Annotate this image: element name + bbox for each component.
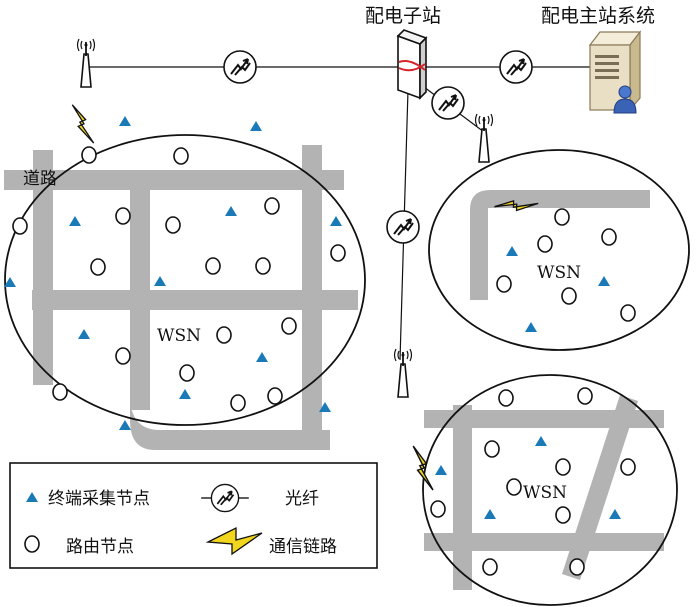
router-node xyxy=(179,364,195,382)
legend-link-marker xyxy=(205,526,263,556)
cluster-boundary-left xyxy=(4,134,366,426)
fiber-optic-icon xyxy=(223,50,257,84)
terminal-node xyxy=(484,509,496,519)
switch-icon xyxy=(396,29,428,100)
router-node xyxy=(555,458,571,476)
terminal-node xyxy=(78,329,90,339)
legend-terminal-label: 终端采集节点 xyxy=(48,489,150,509)
router-node xyxy=(482,558,498,576)
fiber-optic-icon xyxy=(431,86,465,120)
router-node xyxy=(264,197,280,215)
user-icon xyxy=(613,85,637,114)
router-node xyxy=(281,317,297,335)
router-node xyxy=(115,207,131,225)
router-node xyxy=(620,458,636,476)
legend: 终端采集节点 光纤 路由节点 通信链路 xyxy=(9,462,378,569)
router-node xyxy=(52,383,68,401)
terminal-node xyxy=(525,322,537,332)
substation-title: 配电子站 xyxy=(365,5,441,27)
legend-router-label: 路由节点 xyxy=(66,537,134,557)
legend-box xyxy=(9,462,378,569)
router-node xyxy=(620,304,636,322)
wsn-cluster-right-top: WSN xyxy=(428,149,690,351)
road-network-right-bottom xyxy=(424,395,664,590)
wsn-label-left: WSN xyxy=(157,326,201,346)
wsn-label-right-top: WSN xyxy=(537,263,581,283)
server-icon xyxy=(588,30,642,112)
terminal-node xyxy=(330,216,342,226)
router-node xyxy=(555,506,571,524)
terminal-node xyxy=(119,420,131,430)
terminal-node xyxy=(435,465,447,475)
terminal-node xyxy=(225,206,237,216)
router-node xyxy=(577,387,593,405)
router-node xyxy=(537,235,553,253)
terminal-node xyxy=(506,246,518,256)
lightning-icon xyxy=(71,102,95,146)
router-node xyxy=(90,258,106,276)
cluster-boundary-right-top xyxy=(428,149,690,351)
router-node xyxy=(173,147,189,165)
terminal-node xyxy=(256,352,268,362)
router-node xyxy=(216,326,232,344)
terminal-nodes-right-bottom xyxy=(435,436,621,519)
wsn-label-right-bottom: WSN xyxy=(523,483,567,503)
router-node xyxy=(230,394,246,412)
router-node xyxy=(267,387,283,405)
router-nodes-right-bottom xyxy=(430,387,636,576)
terminal-node xyxy=(4,277,16,287)
router-node xyxy=(484,440,500,458)
fiber-optic-icon xyxy=(386,210,420,244)
master-station-title: 配电主站系统 xyxy=(541,5,655,27)
router-node xyxy=(255,257,271,275)
road-label: 道路 xyxy=(23,169,57,189)
router-node xyxy=(554,208,570,226)
router-node xyxy=(12,217,28,235)
cluster-boundary-right-bottom xyxy=(422,374,678,606)
legend-router-marker xyxy=(24,535,40,553)
wsn-cluster-left: 道路 WSN xyxy=(4,116,366,450)
fiber-optic-icon xyxy=(499,50,533,84)
antenna-icon xyxy=(393,348,413,398)
router-node xyxy=(601,228,617,246)
terminal-node xyxy=(69,216,81,226)
road-network-right-top xyxy=(470,190,650,300)
router-node xyxy=(506,478,522,496)
terminal-node xyxy=(609,509,621,519)
terminal-node xyxy=(250,121,262,131)
router-node xyxy=(569,558,585,576)
router-node xyxy=(81,146,97,164)
terminal-node xyxy=(119,116,131,126)
antenna-icon xyxy=(76,38,96,88)
router-nodes-left xyxy=(12,146,346,412)
router-node xyxy=(205,257,221,275)
legend-link-label: 通信链路 xyxy=(269,537,337,557)
legend-fiber-marker xyxy=(201,483,249,513)
terminal-node xyxy=(319,402,331,412)
router-node xyxy=(496,275,512,293)
router-node xyxy=(430,500,446,518)
router-node xyxy=(330,244,346,262)
terminal-node xyxy=(154,276,166,286)
router-node xyxy=(498,389,514,407)
legend-fiber-label: 光纤 xyxy=(285,489,319,509)
terminal-node xyxy=(598,276,610,286)
antenna-icon xyxy=(474,113,494,163)
road-network-left xyxy=(4,145,358,450)
terminal-node xyxy=(179,389,191,399)
router-node xyxy=(115,347,131,365)
terminal-nodes-left xyxy=(4,116,342,430)
router-nodes-right-top xyxy=(496,208,636,322)
terminal-node xyxy=(535,436,547,446)
terminal-nodes-right-top xyxy=(506,246,610,332)
router-node xyxy=(165,216,181,234)
legend-terminal-marker xyxy=(26,492,38,502)
router-node xyxy=(561,287,577,305)
wsn-cluster-right-bottom: WSN xyxy=(422,374,678,606)
